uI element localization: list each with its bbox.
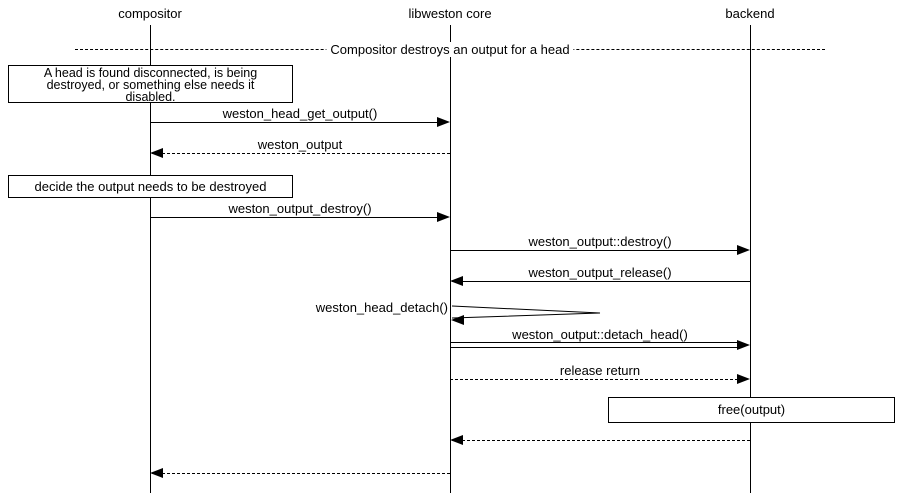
message-label: weston_head_get_output() [222, 106, 378, 121]
arrowhead-right-icon [737, 340, 750, 350]
divider-label: Compositor destroys an output for a head [326, 42, 574, 57]
lifeline-libweston-core [450, 25, 451, 493]
message-line [452, 281, 750, 282]
note-decide-destroy: decide the output needs to be destroyed [8, 175, 293, 198]
message-line-double [450, 342, 738, 348]
message-line [450, 250, 738, 251]
note-line: destroyed, or something else needs it [46, 78, 255, 92]
note-head-disconnected: A head is found disconnected, is being d… [8, 65, 293, 103]
message-label: weston_head_detach() [315, 300, 448, 315]
actor-label-compositor: compositor [118, 6, 182, 21]
arrowhead-left-icon [450, 435, 463, 445]
self-message-loop [451, 305, 601, 325]
message-label: weston_output::detach_head() [512, 327, 688, 342]
message-line [152, 153, 450, 154]
message-line [150, 122, 438, 123]
arrowhead-left-icon [150, 148, 163, 158]
note-line: disabled. [125, 90, 176, 104]
message-label: weston_output_release() [528, 265, 672, 280]
message-line [450, 379, 738, 380]
arrowhead-left-icon [450, 276, 463, 286]
lifeline-compositor [150, 25, 151, 493]
message-line [152, 473, 450, 474]
message-line [452, 440, 750, 441]
actor-label-libweston-core: libweston core [408, 6, 492, 21]
arrowhead-left-icon [150, 468, 163, 478]
note-free-output: free(output) [608, 397, 895, 423]
arrowhead-right-icon [737, 245, 750, 255]
message-label: weston_output::destroy() [528, 234, 672, 249]
arrowhead-right-icon [437, 117, 450, 127]
note-line: A head is found disconnected, is being [43, 66, 258, 80]
message-label: weston_output [257, 137, 343, 152]
message-label: release return [559, 363, 641, 378]
lifeline-backend [750, 25, 751, 493]
message-line [150, 217, 438, 218]
actor-label-backend: backend [725, 6, 775, 21]
arrowhead-right-icon [437, 212, 450, 222]
arrowhead-right-icon [737, 374, 750, 384]
message-label: weston_output_destroy() [228, 201, 372, 216]
